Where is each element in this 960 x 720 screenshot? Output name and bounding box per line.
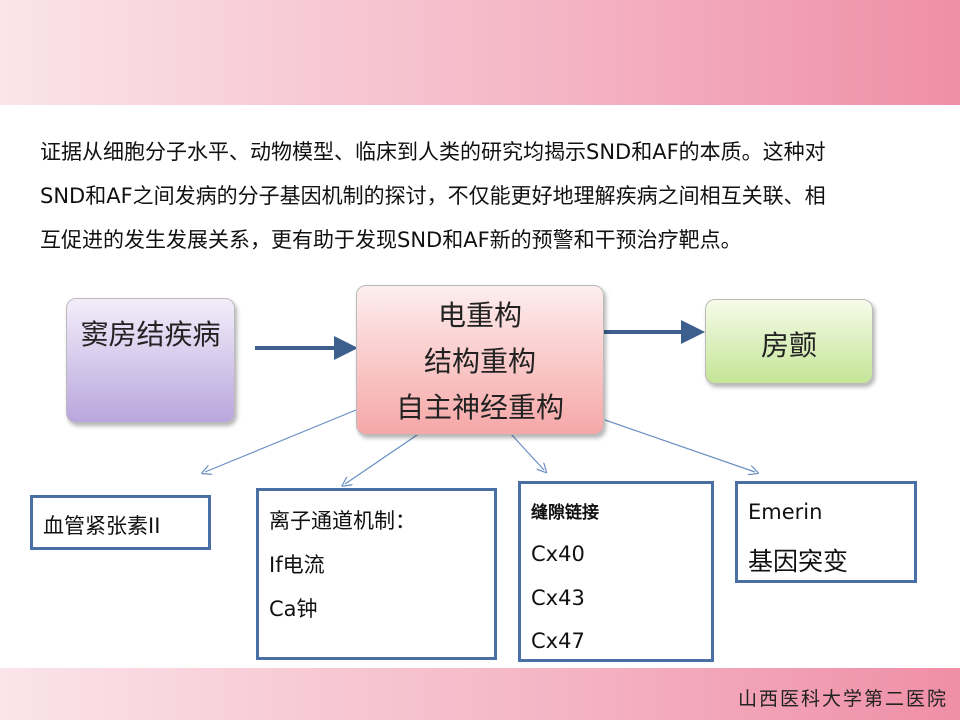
paragraph-line-2: SND和AF之间发病的分子基因机制的探讨，不仅能更好地理解疾病之间相互关联、相 bbox=[40, 184, 826, 208]
arrow-to-box2 bbox=[345, 432, 421, 484]
arrow-to-box1 bbox=[205, 409, 357, 472]
paragraph-line-1: 证据从细胞分子水平、动物模型、临床到人类的研究均揭示SND和AF的本质。这种对 bbox=[40, 140, 826, 164]
atrial-fibrillation-box: 房颤 bbox=[705, 299, 873, 384]
sinus-node-disease-box: 窦房结疾病 bbox=[66, 298, 235, 423]
gap-junction-box: 缝隙链接 Cx40 Cx43 Cx47 bbox=[518, 481, 714, 662]
angiotensin-label: 血管紧张素II bbox=[43, 514, 161, 538]
arrow-to-box4 bbox=[604, 419, 755, 472]
ion-channel-box: 离子通道机制： If电流 Ca钟 bbox=[256, 488, 497, 660]
cx47-label: Cx47 bbox=[531, 629, 585, 653]
header-band bbox=[0, 0, 960, 105]
cx43-label: Cx43 bbox=[531, 586, 585, 610]
sinus-node-disease-label: 窦房结疾病 bbox=[80, 318, 221, 351]
electrical-remodeling-label: 电重构 bbox=[437, 299, 522, 332]
footer-band: 山西医科大学第二医院 bbox=[0, 668, 960, 720]
angiotensin-box: 血管紧张素II bbox=[30, 495, 211, 550]
remodeling-box: 电重构 结构重构 自主神经重构 bbox=[356, 285, 604, 435]
ca-clock-label: Ca钟 bbox=[269, 597, 318, 621]
ion-channel-title: 离子通道机制： bbox=[269, 509, 416, 533]
if-current-label: If电流 bbox=[269, 553, 325, 577]
footer-hospital-name: 山西医科大学第二医院 bbox=[737, 688, 948, 710]
autonomic-remodeling-label: 自主神经重构 bbox=[395, 391, 564, 424]
emerin-box: Emerin 基因突变 bbox=[735, 481, 917, 583]
arrow-to-box3 bbox=[509, 432, 544, 470]
gene-mutation-label: 基因突变 bbox=[748, 547, 849, 576]
emerin-label: Emerin bbox=[748, 500, 823, 524]
cx40-label: Cx40 bbox=[531, 542, 585, 566]
atrial-fibrillation-label: 房颤 bbox=[760, 329, 817, 362]
paragraph-line-3: 互促进的发生发展关系，更有助于发现SND和AF新的预警和干预治疗靶点。 bbox=[40, 228, 742, 252]
structural-remodeling-label: 结构重构 bbox=[423, 345, 536, 378]
gap-junction-title: 缝隙链接 bbox=[531, 503, 599, 523]
